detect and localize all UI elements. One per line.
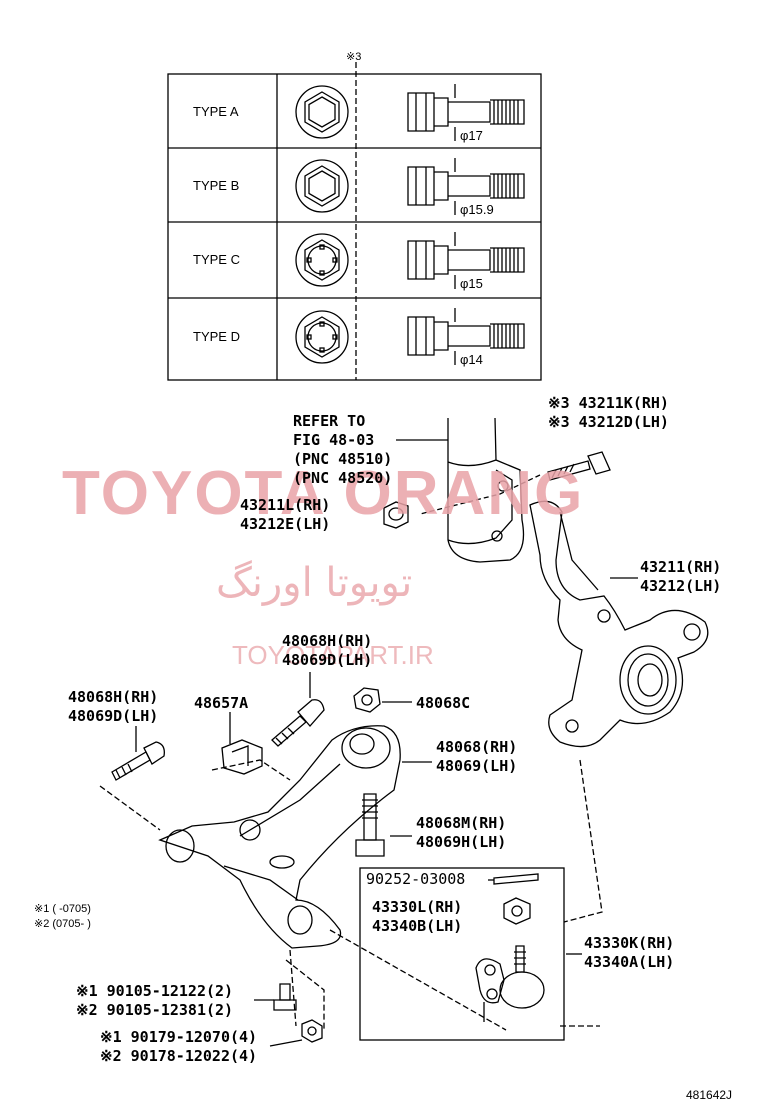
strut-lower xyxy=(447,417,525,563)
bolts-bottom-label: ※1 90105-12122(2)※2 90105-12381(2) xyxy=(76,982,234,1019)
bolt-48068h-upper xyxy=(271,672,325,747)
cotter-pin-label: 90252-03008 xyxy=(366,870,466,888)
watermark-url: TOYOTAPART.IR xyxy=(232,640,434,670)
hex-head-views xyxy=(295,85,349,364)
arm-label: 48068(RH)48069(LH) xyxy=(436,738,518,775)
nut-c-label: 48068C xyxy=(416,694,471,712)
type-a-label: TYPE A xyxy=(193,104,239,119)
type-c-label: TYPE C xyxy=(193,252,240,267)
bolt-axis-line xyxy=(419,474,541,515)
table-note: ※3 xyxy=(346,51,362,63)
ball-joint xyxy=(475,945,545,1022)
bolt-type-table xyxy=(167,62,542,381)
bracket-48657a xyxy=(221,712,263,775)
type-d-dimension: φ14 xyxy=(460,352,483,367)
nut-43211l xyxy=(383,501,409,529)
type-b-label: TYPE B xyxy=(193,178,240,193)
dashed-reference-lines xyxy=(99,759,603,1031)
ball-joint-label: 43330K(RH)43340A(LH) xyxy=(584,934,675,971)
bolt-48069d-left xyxy=(111,726,165,781)
ball-joint-box xyxy=(359,867,565,1041)
hub-bolt xyxy=(547,451,611,481)
bolt-48068m xyxy=(355,793,412,857)
nut-bottom xyxy=(269,1019,323,1047)
nut-48068c xyxy=(353,687,412,713)
watermark-main: TOYOTA ORANG xyxy=(62,459,585,528)
date-notes: ※1 ( -0705)※2 (0705- ) xyxy=(34,903,91,930)
bracket-label: 48657A xyxy=(194,694,249,712)
steering-knuckle xyxy=(529,500,709,748)
nuts-bottom-label: ※1 90179-12070(4)※2 90178-12022(4) xyxy=(100,1028,258,1065)
bolt-upper-label: 48068H(RH)48069D(LH) xyxy=(282,632,373,669)
bolt-bottom xyxy=(254,983,297,1011)
type-c-dimension: φ15 xyxy=(460,276,483,291)
hub-bolt-label: ※3 43211K(RH)※3 43212D(LH) xyxy=(548,394,669,431)
cotter-pin xyxy=(493,873,539,885)
ball-nut-label: 43330L(RH)43340B(LH) xyxy=(372,898,463,935)
knuckle-label: 43211(RH)43212(LH) xyxy=(640,558,722,595)
type-d-label: TYPE D xyxy=(193,329,240,344)
lower-control-arm xyxy=(158,725,401,949)
nut-left-label: 43211L(RH)43212E(LH) xyxy=(240,496,331,533)
bolt-left-label: 48068H(RH)48069D(LH) xyxy=(68,688,159,725)
figure-id: 481642J xyxy=(686,1088,733,1102)
type-a-dimension: φ17 xyxy=(460,128,483,143)
type-b-dimension: φ15.9 xyxy=(460,202,494,217)
ball-joint-nut xyxy=(503,897,531,925)
bolt-m-label: 48068M(RH)48069H(LH) xyxy=(416,814,507,851)
watermark-arabic: تویوتا اورنگ xyxy=(216,560,413,606)
bolt-side-views xyxy=(407,84,525,365)
